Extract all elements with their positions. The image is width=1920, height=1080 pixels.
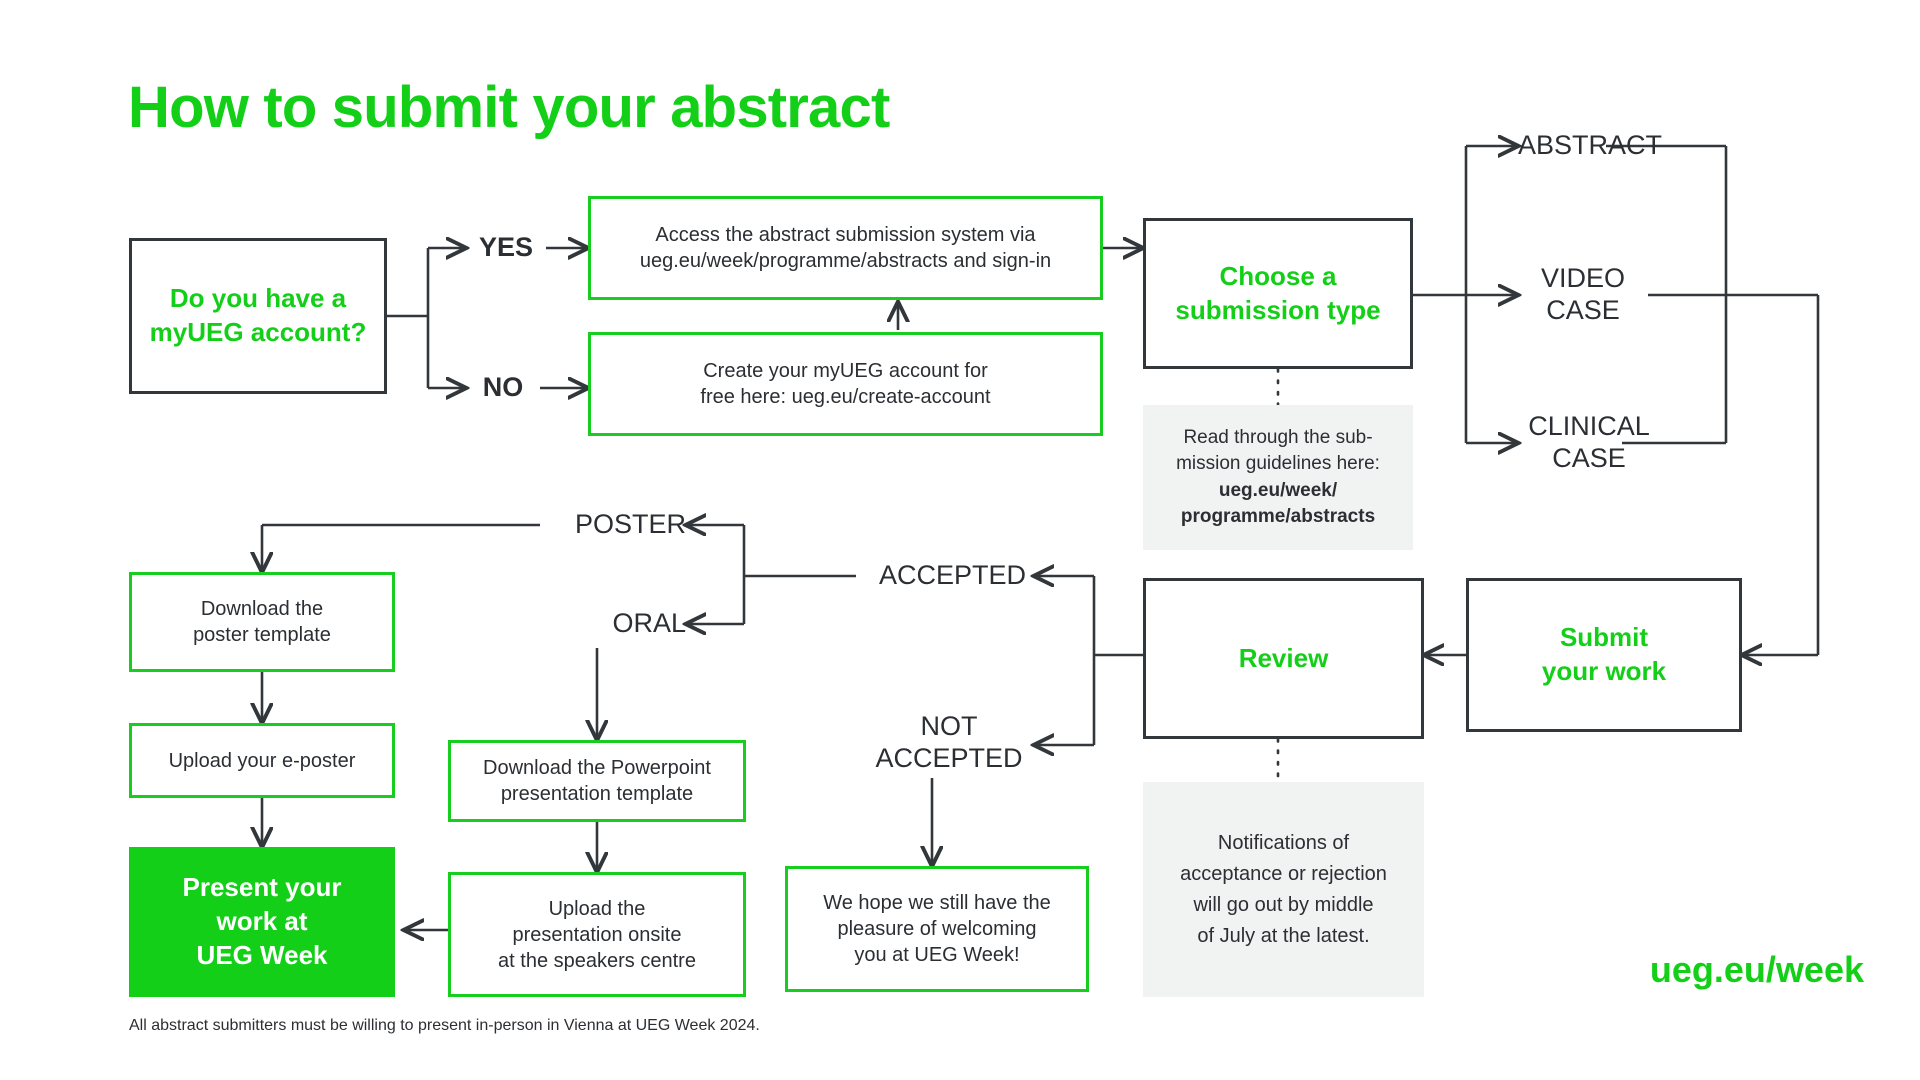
footnote: All abstract submitters must be willing … bbox=[129, 1017, 760, 1034]
video-case-line-1: VIDEO bbox=[1540, 263, 1626, 294]
clinical-case-line-2: CASE bbox=[1552, 443, 1626, 473]
label-accepted: ACCEPTED bbox=[878, 560, 1026, 591]
download-poster-line-1: Download the bbox=[200, 598, 324, 620]
node-upload-presentation-onsite[interactable]: Upload the presentation onsite at the sp… bbox=[448, 872, 746, 997]
page-title: How to submit your abstract bbox=[128, 75, 890, 140]
panel-notifications[interactable]: Notifications of acceptance or rejection… bbox=[1143, 782, 1424, 997]
access-line-1: Access the abstract submission system vi… bbox=[655, 224, 1036, 246]
node-myueg-account-decision[interactable]: Do you have a myUEG account? bbox=[129, 238, 387, 394]
download-poster-line-2: poster template bbox=[193, 624, 331, 646]
notifications-line-4: of July at the latest. bbox=[1197, 924, 1370, 947]
decision-line-2: myUEG account? bbox=[149, 317, 367, 347]
guidelines-url-line-1: ueg.eu/week/ bbox=[1218, 479, 1338, 501]
label-outcome-poster: POSTER bbox=[574, 509, 686, 540]
node-choose-submission-type[interactable]: Choose a submission type bbox=[1143, 218, 1413, 369]
upload-eposter-label: Upload your e-poster bbox=[168, 749, 356, 772]
guidelines-line-1: Read through the sub- bbox=[1183, 427, 1373, 449]
clinical-case-line-1: CLINICAL bbox=[1528, 411, 1650, 442]
upload-onsite-line-2: presentation onsite bbox=[512, 923, 682, 946]
rejection-line-2: pleasure of welcoming bbox=[837, 918, 1037, 940]
choose-line-2: submission type bbox=[1175, 294, 1381, 325]
choose-line-1: Choose a bbox=[1219, 260, 1337, 291]
label-type-abstract: ABSTRACT bbox=[1518, 130, 1663, 161]
present-line-1: Present your bbox=[182, 872, 342, 903]
label-type-video-case: VIDEO CASE bbox=[1518, 258, 1648, 332]
not-accepted-line-1: NOT bbox=[920, 711, 978, 742]
branch-label-yes: YES bbox=[478, 232, 534, 263]
decision-line-1: Do you have a bbox=[169, 283, 347, 314]
node-create-myueg-account[interactable]: Create your myUEG account for free here:… bbox=[588, 332, 1103, 436]
submit-line-2: your work bbox=[1541, 656, 1667, 686]
submit-line-1: Submit bbox=[1559, 622, 1649, 653]
create-line-1: Create your myUEG account for bbox=[703, 360, 988, 382]
upload-onsite-line-3: at the speakers centre bbox=[498, 949, 696, 972]
node-submit-your-work[interactable]: Submit your work bbox=[1466, 578, 1742, 732]
node-upload-eposter[interactable]: Upload your e-poster bbox=[129, 723, 395, 798]
present-line-2: work at bbox=[216, 906, 308, 937]
node-present-your-work[interactable]: Present your work at UEG Week bbox=[129, 847, 395, 997]
label-type-clinical-case: CLINICAL CASE bbox=[1518, 406, 1660, 480]
notifications-line-3: will go out by middle bbox=[1193, 893, 1374, 916]
rejection-line-3: you at UEG Week! bbox=[854, 944, 1020, 966]
notifications-line-1: Notifications of bbox=[1217, 831, 1350, 854]
download-ppt-line-1: Download the Powerpoint bbox=[483, 757, 711, 779]
node-download-powerpoint-template[interactable]: Download the Powerpoint presentation tem… bbox=[448, 740, 746, 822]
node-rejection-message[interactable]: We hope we still have the pleasure of we… bbox=[785, 866, 1089, 992]
not-accepted-line-2: ACCEPTED bbox=[875, 743, 1023, 773]
label-outcome-oral: ORAL bbox=[612, 608, 686, 639]
download-ppt-line-2: presentation template bbox=[500, 783, 694, 805]
label-not-accepted: NOT ACCEPTED bbox=[872, 706, 1026, 780]
rejection-line-1: We hope we still have the bbox=[823, 892, 1051, 914]
guidelines-line-2: mission guidelines here: bbox=[1176, 453, 1380, 475]
review-label: Review bbox=[1238, 642, 1329, 673]
brand-url[interactable]: ueg.eu/week bbox=[1649, 949, 1864, 990]
node-access-submission-system[interactable]: Access the abstract submission system vi… bbox=[588, 196, 1103, 300]
access-line-2: ueg.eu/week/programme/abstracts and sign… bbox=[639, 250, 1052, 272]
present-line-3: UEG Week bbox=[196, 939, 328, 970]
guidelines-url-line-2: programme/abstracts bbox=[1180, 505, 1376, 527]
node-review[interactable]: Review bbox=[1143, 578, 1424, 739]
panel-submission-guidelines[interactable]: Read through the sub- mission guidelines… bbox=[1143, 405, 1413, 550]
upload-onsite-line-1: Upload the bbox=[548, 897, 646, 920]
video-case-line-2: CASE bbox=[1546, 295, 1620, 325]
node-download-poster-template[interactable]: Download the poster template bbox=[129, 572, 395, 672]
notifications-line-2: acceptance or rejection bbox=[1180, 862, 1387, 885]
branch-label-no: NO bbox=[482, 372, 524, 403]
create-line-2: free here: ueg.eu/create-account bbox=[700, 386, 991, 408]
